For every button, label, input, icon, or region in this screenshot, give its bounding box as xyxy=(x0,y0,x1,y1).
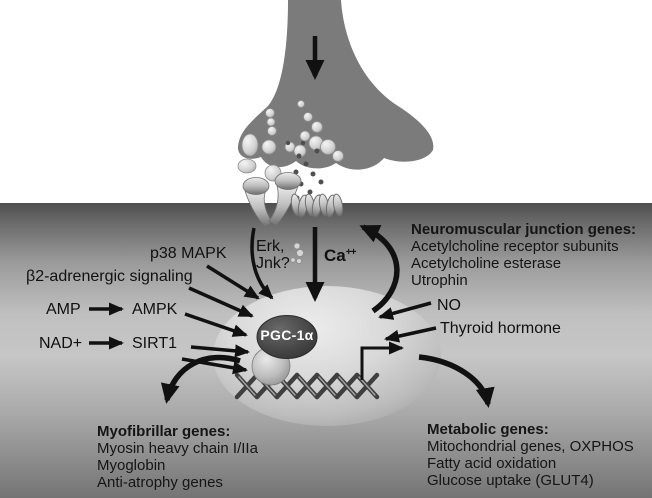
myofibrillar-genes-block: Myofibrillar genes: Myosin heavy chain I… xyxy=(97,423,258,491)
myofibrillar-gene-item: Anti-atrophy genes xyxy=(97,474,223,491)
myofibrillar-genes-header: Myofibrillar genes: xyxy=(97,423,231,440)
nad-label: NAD+ xyxy=(39,335,83,352)
nmj-gene-item: Utrophin xyxy=(411,272,468,289)
sirt1-arrow xyxy=(190,344,250,358)
erk-label-line2: Jnk? xyxy=(256,255,290,272)
no-arrow xyxy=(378,301,432,320)
second-messenger-dots xyxy=(290,242,304,264)
sirt1-label: SIRT1 xyxy=(132,335,178,352)
metabolic-gene-item: Mitochondrial genes, OXPHOS xyxy=(427,438,634,455)
nmj-gene-item: Acetylcholine esterase xyxy=(411,255,562,272)
metabolic-genes-block: Metabolic genes: Mitochondrial genes, OX… xyxy=(427,421,634,489)
goblet-receptors-icon xyxy=(242,172,302,228)
metabolic-genes-header: Metabolic genes: xyxy=(427,421,549,438)
myofibrillar-gene-item: Myoglobin xyxy=(97,457,166,474)
metabolic-gene-item: Fatty acid oxidation xyxy=(427,455,557,472)
axon-terminal xyxy=(237,0,434,170)
erk-jnk-arrow xyxy=(250,227,274,300)
thyroid-hormone-label: Thyroid hormone xyxy=(440,320,561,337)
erk-label-line1: Erk, xyxy=(256,238,285,255)
arrow-feedback-to-nmj xyxy=(359,224,400,314)
myofibrillar-gene-item: Myosin heavy chain I/IIa xyxy=(97,440,258,457)
nucleus xyxy=(213,286,441,426)
arrow-to-myofibrillar-genes xyxy=(160,354,241,404)
nmj-genes-block: Neuromuscular junction genes: Acetylchol… xyxy=(411,221,636,289)
acetylcholine-receptor-coil-icon xyxy=(290,193,344,218)
p38-mapk-label: p38 MAPK xyxy=(150,245,227,262)
ampk-label: AMPK xyxy=(132,301,178,318)
thyroid-hormone-arrow xyxy=(384,326,437,343)
signaling-arrows xyxy=(181,227,274,375)
calcium-label: Ca++ xyxy=(324,246,357,266)
pgc1a-label: PGC-1α xyxy=(260,327,314,343)
lower-signaling-arrow xyxy=(181,357,248,375)
ampk-arrow xyxy=(184,312,248,337)
amp-label: AMP xyxy=(46,301,81,318)
nmj-genes-header: Neuromuscular junction genes: xyxy=(411,221,637,238)
calcium-label-base: Ca xyxy=(324,246,346,265)
transcription-start-arrow xyxy=(360,341,404,380)
b2-adrenergic-arrow xyxy=(188,286,254,318)
b2-adrenergic-label: β2-adrenergic signaling xyxy=(26,268,193,285)
dna-helix-icon xyxy=(234,372,380,400)
no-label: NO xyxy=(437,297,461,314)
nmj-gene-item: Acetylcholine receptor subunits xyxy=(411,238,619,255)
erk-jnk-label: Erk, Jnk? xyxy=(256,238,290,272)
calcium-label-charge: ++ xyxy=(345,247,357,258)
pgc1a-oval xyxy=(256,315,318,359)
arrow-to-metabolic-genes xyxy=(418,354,495,408)
p38-mapk-arrow xyxy=(206,264,260,300)
synaptic-vesicles xyxy=(237,100,344,182)
metabolic-gene-item: Glucose uptake (GLUT4) xyxy=(427,472,594,489)
